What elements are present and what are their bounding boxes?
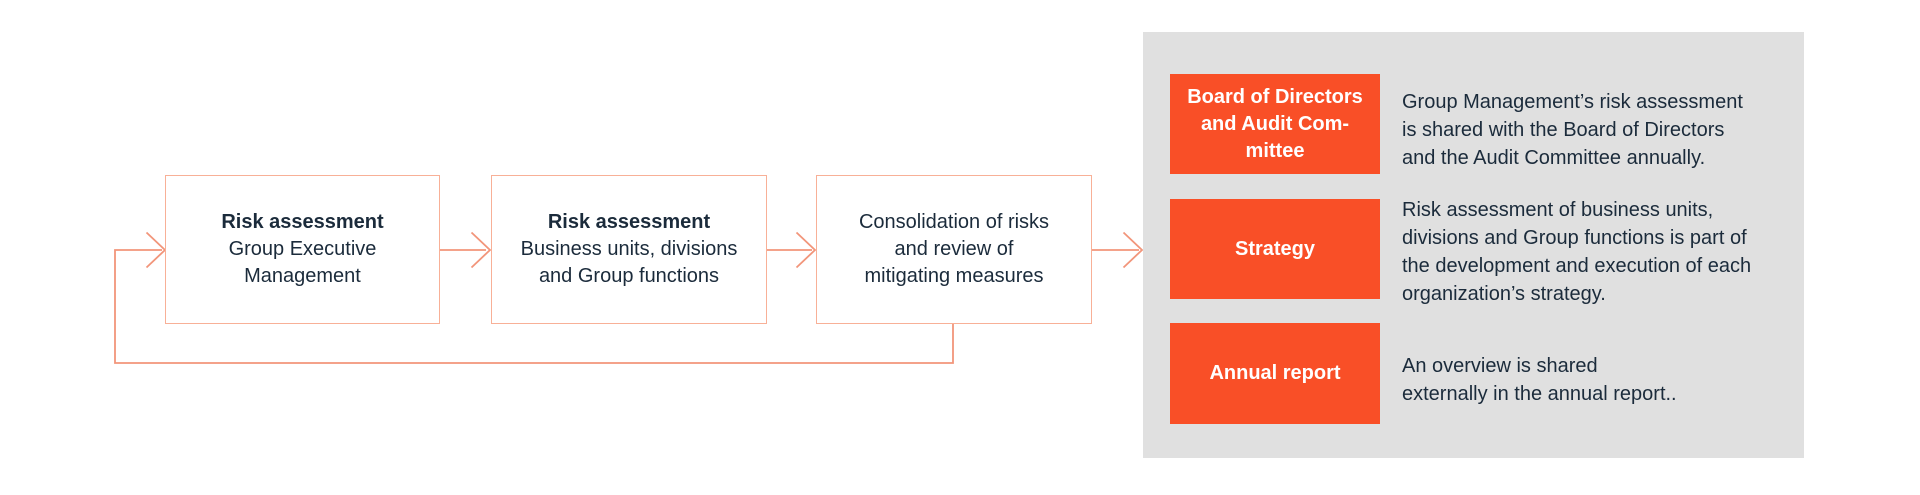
flow-box-consolidation-of-risks: Consolidation of risks and review of mit… (816, 175, 1092, 324)
arrow-head-icon (145, 231, 167, 269)
arrow-head-icon (1122, 231, 1144, 269)
flow-box-body: Business units, divisions and Group func… (520, 238, 738, 287)
legend-label-annual-report: Annual report (1170, 323, 1380, 424)
legend-label-strategy: Strategy (1170, 199, 1380, 299)
legend-description-board-of-directors: Group Management’s risk assessment is sh… (1402, 91, 1743, 169)
arrow-head-icon (470, 231, 492, 269)
flow-box-risk-assessment-business-units: Risk assessment Business units, division… (491, 175, 767, 324)
flow-box-title: Risk assessment (221, 211, 384, 233)
legend-panel: Board of Directors and Audit Com- mittee… (1143, 32, 1804, 458)
flow-box-body: Group Executive Management (228, 238, 377, 287)
flow-box-title: Risk assessment (547, 211, 711, 233)
legend-description-strategy: Risk assessment of business units, divis… (1402, 199, 1752, 305)
legend-label-board-of-directors: Board of Directors and Audit Com- mittee (1170, 74, 1380, 174)
flow-box-risk-assessment-group-executive: Risk assessment Group Executive Manageme… (165, 175, 440, 324)
flow-box-body: Consolidation of risks and review of mit… (858, 211, 1050, 287)
legend-description-annual-report: An overview is shared externally in the … (1402, 355, 1677, 405)
arrow-head-icon (795, 231, 817, 269)
